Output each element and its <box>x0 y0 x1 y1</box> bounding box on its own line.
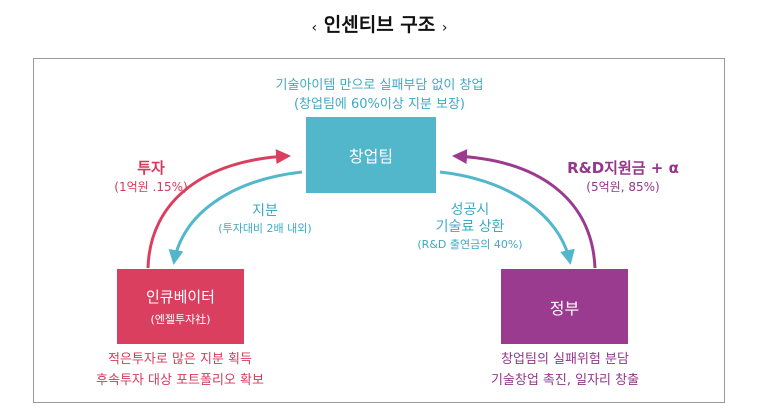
chevron-right-icon: › <box>441 20 448 36</box>
incubator-benefit-1: 적은투자로 많은 지분 획득 <box>108 352 252 367</box>
equity-label: 지분 (투자대비 2배 내외) <box>190 203 340 237</box>
incubator-benefits: 적은투자로 많은 지분 획득 후속투자 대상 포트폴리오 확보 <box>60 349 300 391</box>
chevron-left-icon: ‹ <box>311 20 318 36</box>
incubator-label: 인큐베이터 <box>145 288 215 306</box>
diagram-frame <box>33 58 725 403</box>
top-note: 기술아이템 만으로 실패부담 없이 창업 (창업팀에 60%이상 지분 보장) <box>0 76 759 114</box>
grant-detail: (5억원, 85%) <box>586 180 660 194</box>
government-benefit-2: 기술창업 촉진, 일자리 창출 <box>490 373 640 388</box>
government-benefit-1: 창업팀의 실패위험 분담 <box>501 352 629 367</box>
top-note-line2: (창업팀에 60%이상 지분 보장) <box>293 97 466 112</box>
success-label: 성공시 기술료 상환 (R&D 출연금의 40%) <box>380 202 560 253</box>
title-text: 인센티브 구조 <box>323 14 436 36</box>
top-note-line1: 기술아이템 만으로 실패부담 없이 창업 <box>275 78 484 93</box>
incubator-benefit-2: 후속투자 대상 포트폴리오 확보 <box>96 373 264 388</box>
royalty-arrow <box>439 170 575 265</box>
incubator-sub: (엔젤투자社) <box>150 313 211 326</box>
government-node: 정부 <box>501 269 628 344</box>
investment-label: 투자 (1억원 .15%) <box>86 159 216 197</box>
government-benefits: 창업팀의 실패위험 분담 기술창업 촉진, 일자리 창출 <box>445 349 685 391</box>
equity-title: 지분 <box>252 203 278 219</box>
page-title: ‹ 인센티브 구조 › <box>0 10 759 37</box>
incubator-node: 인큐베이터 (엔젤투자社) <box>117 269 244 344</box>
success-detail: (R&D 출연금의 40%) <box>417 238 523 251</box>
equity-detail: (투자대비 2배 내외) <box>218 222 312 235</box>
investment-arrow <box>146 149 291 269</box>
team-node: 창업팀 <box>306 117 436 193</box>
equity-arrow <box>168 170 303 265</box>
success-line1: 성공시 <box>450 202 490 218</box>
investment-title: 투자 <box>137 159 165 177</box>
grant-title: R&D지원금 + α <box>567 159 679 177</box>
grant-arrow <box>452 149 597 269</box>
grant-label: R&D지원금 + α (5억원, 85%) <box>548 159 698 197</box>
investment-detail: (1억원 .15%) <box>114 180 188 194</box>
government-label: 정부 <box>549 298 580 318</box>
team-label: 창업팀 <box>348 147 394 166</box>
success-line2: 기술료 상환 <box>435 219 505 235</box>
